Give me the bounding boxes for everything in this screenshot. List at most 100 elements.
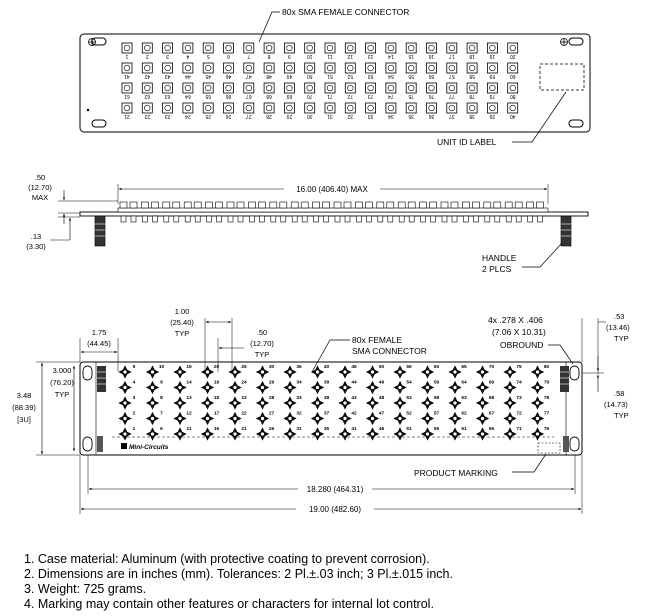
connector-label: 67	[489, 411, 495, 417]
sma-connector-rear: 25	[228, 364, 247, 379]
sma-connector-rear: 78	[530, 395, 549, 410]
half-pitch-dim-in: .50	[257, 328, 267, 337]
sma-connector: 28	[263, 102, 275, 119]
overall-height-in: 3.48	[17, 391, 32, 400]
connector-label: 58	[469, 73, 475, 79]
rear-connector-leader	[311, 339, 350, 373]
sma-connector-rear: 35	[283, 364, 302, 379]
product-marking-area	[537, 442, 561, 454]
side-connector	[376, 201, 395, 209]
connector-label: 68	[489, 395, 495, 401]
connector-label: 63	[165, 93, 171, 99]
slot-leader	[548, 344, 574, 365]
sma-connector: 7	[243, 42, 255, 59]
connector-label: 64	[185, 93, 191, 99]
sma-connector: 34	[385, 102, 397, 119]
sma-connector: 67	[243, 82, 255, 99]
hole-height-in: 3.000	[53, 366, 72, 375]
connector-label: 38	[324, 395, 330, 401]
sma-connector: 6	[223, 42, 234, 59]
connector-label: 5	[133, 364, 136, 370]
front-led-dot	[86, 108, 90, 112]
connector-label: 67	[246, 93, 252, 99]
sma-connector-rear: 66	[475, 426, 494, 441]
rear-slots	[82, 365, 580, 452]
sma-connector-rear: 59	[420, 380, 439, 395]
side-connector	[504, 201, 523, 209]
connector-label: 65	[461, 364, 467, 370]
sma-connector: 72	[344, 82, 356, 99]
side-connector	[419, 201, 437, 209]
connector-label: 13	[186, 395, 192, 401]
sma-connector: 20	[507, 42, 519, 59]
sma-connector-rear: 1	[118, 426, 136, 441]
side-connector-rear	[206, 215, 222, 223]
sma-connector-rear: 16	[200, 426, 219, 441]
connector-label: 11	[186, 426, 191, 432]
sma-connector-rear: 33	[283, 395, 302, 410]
sma-connector-rear: 50	[365, 364, 384, 379]
front-connector-leader	[258, 11, 280, 43]
connector-label: 72	[347, 93, 353, 99]
sma-connector: 18	[466, 42, 478, 59]
sma-connector-rear: 2	[118, 411, 136, 426]
side-view: 16.00 (406.40) MAX .50 (12.70) MAX .13 (…	[26, 173, 589, 274]
connector-label: 31	[296, 426, 302, 432]
connector-label: 8	[160, 395, 163, 401]
connector-label: 43	[165, 73, 171, 79]
sma-connector: 12	[344, 42, 356, 59]
connector-label: 34	[388, 113, 394, 119]
overall-width-text-bg	[296, 503, 374, 514]
connector-label: 7	[247, 53, 250, 59]
sma-connector: 23	[162, 102, 174, 119]
sma-connector-rear: 10	[145, 364, 164, 379]
side-connector-rear	[377, 215, 394, 223]
side-connector	[290, 201, 309, 209]
connector-label: 21	[124, 113, 130, 119]
sma-connector-rear: 18	[200, 395, 219, 410]
side-connector	[226, 201, 245, 209]
side-connector	[141, 201, 159, 209]
sma-connector: 79	[486, 82, 498, 99]
connector-label: 60	[434, 364, 440, 370]
unit-id-label-area	[539, 63, 585, 91]
side-connector	[269, 201, 288, 209]
connector-label: 52	[406, 411, 412, 417]
side-connector	[462, 201, 480, 209]
sma-connector-rear: 46	[365, 426, 384, 441]
brand-logo: Mini-Circuits	[129, 444, 169, 451]
connector-label: 47	[246, 73, 252, 79]
sma-connector: 42	[141, 62, 153, 79]
connector-label: 17	[449, 53, 455, 59]
connector-label: 75	[408, 93, 414, 99]
side-connector	[526, 201, 544, 209]
half-pitch-dim-mm: (12.70)	[250, 339, 274, 348]
connector-label: 23	[241, 395, 247, 401]
connector-label: 63	[461, 395, 467, 401]
side-connector-rear	[441, 215, 458, 223]
sma-connector: 54	[385, 62, 397, 79]
sma-connector: 57	[446, 62, 458, 79]
side-connector-rear	[120, 215, 137, 223]
connector-label: 15	[408, 53, 414, 59]
connector-label: 57	[449, 73, 455, 79]
connector-label: 3	[166, 53, 169, 59]
connector-label: 55	[406, 364, 412, 370]
connector-label: 43	[351, 395, 357, 401]
slot-edge-typ: TYP	[614, 334, 629, 343]
sma-connector-rear: 22	[228, 411, 247, 426]
connector-label: 55	[408, 73, 414, 79]
connector-label: 32	[347, 113, 353, 119]
brand-logo-box	[121, 443, 127, 449]
side-connector	[440, 201, 459, 209]
connector-label: 19	[489, 53, 495, 59]
sma-connector-rear: 24	[228, 380, 247, 395]
sma-connector-rear: 12	[173, 411, 192, 426]
side-connector-rear	[142, 215, 158, 223]
note-item: 1. Case material: Aluminum (with protect…	[24, 552, 430, 566]
hole-height-typ: TYP	[55, 390, 70, 399]
sma-connector: 69	[283, 82, 295, 99]
sma-connector: 43	[162, 62, 174, 79]
side-connector-rear	[163, 215, 180, 223]
